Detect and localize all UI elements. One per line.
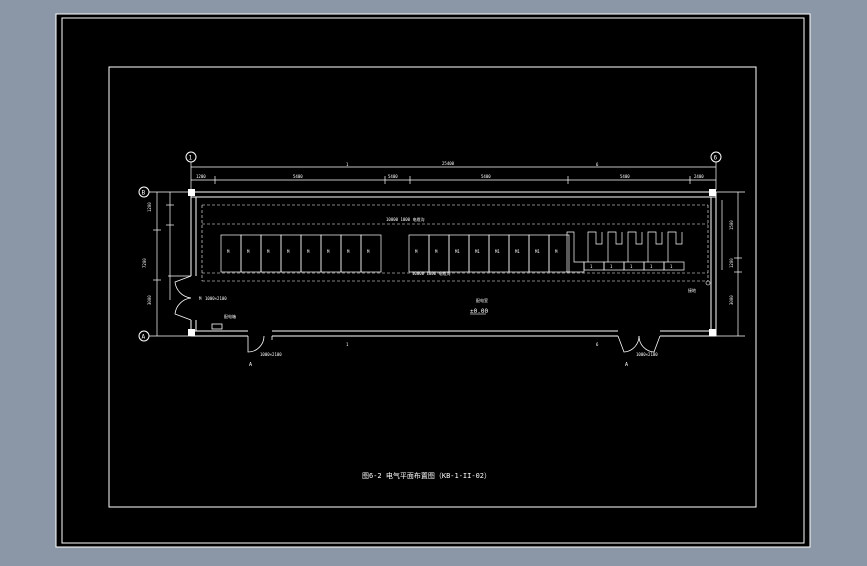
cabinet-mid-label: M1 [495,249,500,254]
right-block-label: 1 [630,264,633,269]
section-mark-bottom-right: 6 [596,342,599,347]
cabinet-left-label: M [367,249,370,254]
columns [188,189,716,336]
cabinet-row-mid: M M M1 M1 M1 M1 M1 M [408,234,570,273]
cabinet-mid-label: M [415,249,418,254]
right-dimension-lines [716,191,745,337]
axis-label-row-bottom: A [142,334,146,341]
drawing-frame [108,66,757,508]
dim-right-2: 1200 [729,258,734,268]
distribution-box-label: 配电箱 [224,313,236,319]
right-block-outline [667,231,683,262]
room-label: 配电室 [476,297,488,303]
trench-label-mid: 10000 1000 电缆沟 [412,270,451,276]
dim-left-3: 3000 [147,295,152,305]
room-level: ±0.00 [470,308,488,315]
cabinet-left-label: M [307,249,310,254]
ground-point-label: 接地 [688,287,696,293]
dim-top-seg-2: 5400 [293,174,303,179]
axis-label-row-top: B [142,190,146,197]
right-block-base [663,261,685,271]
door-bottom-right-b [638,335,661,353]
cabinet-mid-label: M [435,249,438,254]
section-mark-bottom-left: 1 [346,342,349,347]
axis-label-col-left: 1 [189,155,193,162]
right-block-outline [587,231,603,262]
dim-top-seg-5: 5400 [620,174,630,179]
cabinet-mid-label: M1 [515,249,520,254]
door-left-b [174,297,192,321]
right-block-start [566,231,585,273]
left-dimension-lines [149,191,196,337]
right-block-outline [647,231,663,262]
dim-left-2: 7200 [142,258,147,268]
right-block-outline [627,231,643,262]
section-mark-top-right: 6 [596,162,599,167]
cabinet-mid-label: M1 [535,249,540,254]
section-mark-top-left: 1 [346,162,349,167]
sheet-border [61,17,805,544]
door-bottom-left [247,335,265,353]
cabinet-left-label: M [247,249,250,254]
door-left-tag: M [199,296,202,301]
dim-top-seg-1: 1200 [196,174,206,179]
axis-label-col-right: 6 [714,155,718,162]
trench-label-top: 10000 1000 电缆沟 [386,216,425,222]
dim-top-seg-6: 2400 [694,174,704,179]
right-block-label: 1 [650,264,653,269]
cabinet-left-label: M [267,249,270,254]
door-bottom-right-size: 1000×2100 [636,352,658,357]
drawing-title: 图6-2 电气平面布置图（KB-1-II-02） [362,471,491,480]
building-walls [190,191,717,337]
cabinet-mid-8 [548,234,570,273]
door-bottom-left-size: 1000×2100 [260,352,282,357]
dim-top-seg-4: 5400 [481,174,491,179]
right-block-label: 1 [590,264,593,269]
cabinet-row-right: 1 1 1 1 1 [566,231,685,273]
cabinet-mid-label: M1 [455,249,460,254]
dim-left-1: 1200 [147,202,152,212]
cabinet-left-label: M [347,249,350,254]
cabinet-left-label: M [287,249,290,254]
cabinet-left-label: M [227,249,230,254]
right-block-label: 1 [610,264,613,269]
door-left-a [174,275,192,299]
top-dimension-lines [190,162,717,190]
dim-top-total: 25400 [442,161,455,166]
cable-trench [201,204,709,282]
door-bottom-right-a [617,335,640,353]
cabinet-mid-label: M1 [475,249,480,254]
door-bottom-left-tag: A [249,362,252,368]
cabinet-left-8 [360,234,382,273]
ground-point [705,280,711,286]
door-left-size: 1000×2100 [205,296,227,301]
dim-right-1: 1500 [729,220,734,230]
dim-top-seg-3: 5400 [388,174,398,179]
dim-right-3: 3000 [729,295,734,305]
distribution-box [211,323,223,330]
right-block-label: 1 [670,264,673,269]
door-bottom-right-tag: A [625,362,628,368]
sheet-outer [55,13,811,548]
cabinet-mid-label: M [555,249,558,254]
doors [174,275,661,353]
cabinet-left-label: M [327,249,330,254]
right-block-outline [607,231,623,262]
